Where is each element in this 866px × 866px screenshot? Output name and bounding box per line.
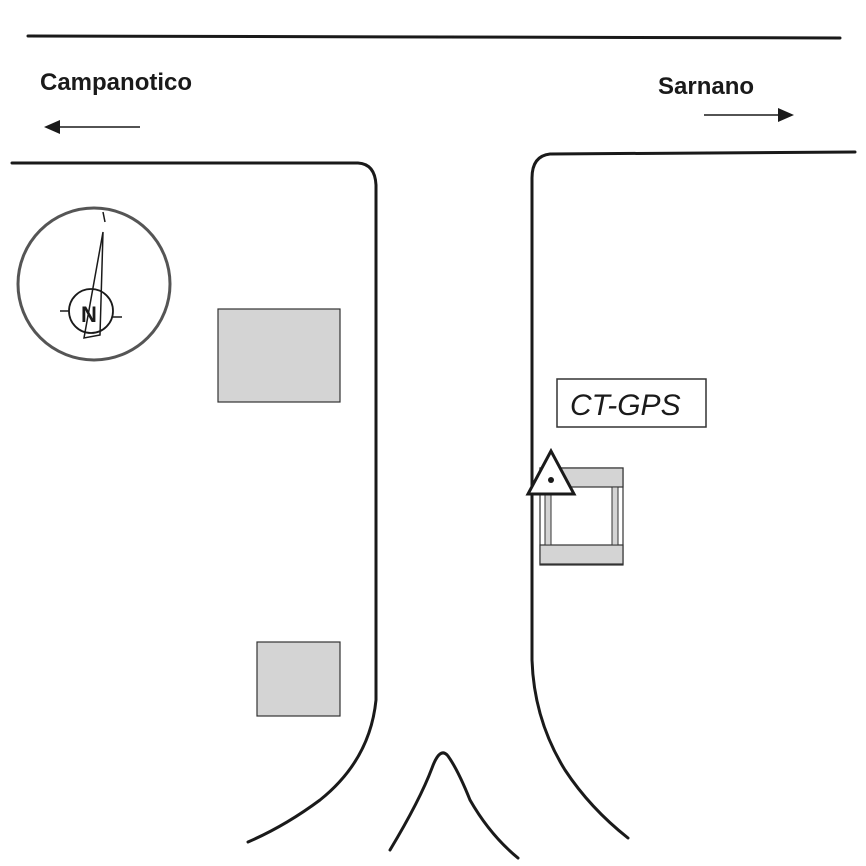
west-destination-label: Campanotico	[40, 69, 192, 96]
triangle-marker-icon	[525, 447, 577, 496]
road-edge-right	[530, 150, 857, 840]
east-destination-label: Sarnano	[658, 73, 754, 100]
arrow-right-icon	[704, 108, 794, 122]
compass-icon: N	[16, 206, 172, 362]
building-large	[217, 308, 341, 403]
road-edge-left	[10, 161, 378, 844]
building-small	[256, 641, 341, 717]
station-label: CT-GPS	[570, 389, 681, 422]
compass-north-label: N	[81, 302, 97, 327]
road-island	[388, 751, 520, 860]
arrow-left-icon	[44, 120, 140, 134]
station-label-box: CT-GPS	[556, 378, 707, 428]
road-edge-top	[26, 34, 842, 40]
